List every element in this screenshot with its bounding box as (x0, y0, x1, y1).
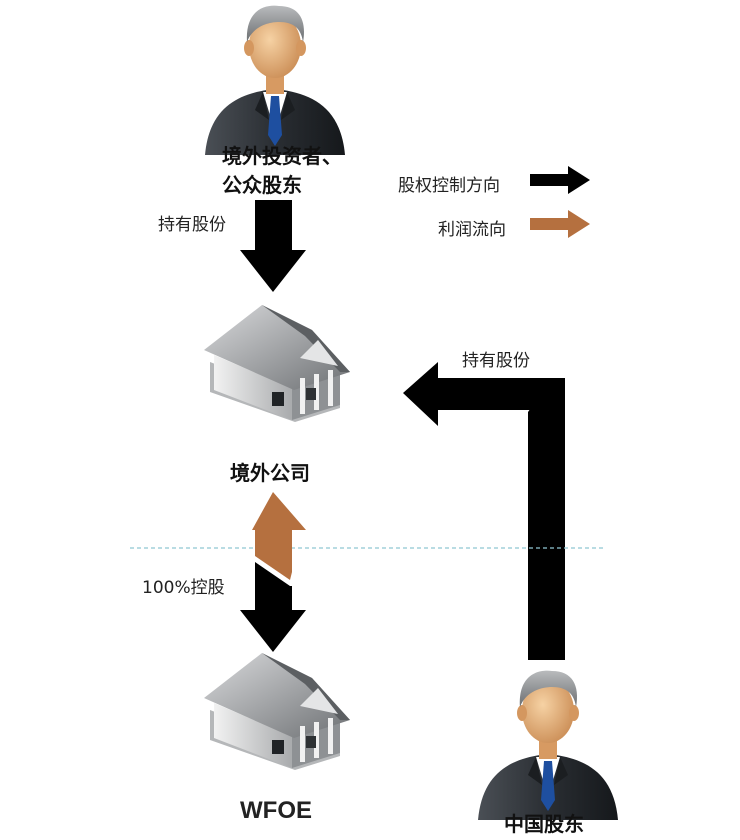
legend-profit-label: 利润流向 (438, 220, 506, 240)
arrow-profit-flow (252, 492, 306, 580)
foreign-investor-line1: 境外投资者、 (222, 144, 342, 168)
arrow-offshore-to-wfoe (240, 562, 306, 652)
foreign-investor-avatar (205, 5, 345, 155)
edge-label-investor-holding: 持有股份 (158, 215, 226, 235)
china-shareholder-label: 中国股东 (504, 812, 584, 836)
legend-profit-arrow (530, 210, 590, 238)
edge-label-china-holding: 持有股份 (462, 351, 530, 371)
china-shareholder-avatar (478, 670, 618, 820)
foreign-investor-line2: 公众股东 (222, 173, 302, 197)
edge-label-full-control: 100%控股 (142, 578, 225, 598)
arrow-investor-to-offshore (240, 200, 306, 292)
wfoe-building (204, 653, 350, 770)
offshore-company-building (204, 305, 350, 422)
legend-equity-label: 股权控制方向 (398, 176, 500, 196)
legend-equity-arrow (530, 166, 590, 194)
arrow-china-to-offshore (528, 380, 565, 660)
arrow-china-to-offshore-head (403, 362, 565, 426)
foreign-investor-label: 境外投资者、 公众股东 (222, 142, 342, 200)
offshore-company-label: 境外公司 (230, 461, 310, 485)
wfoe-label: WFOE (240, 797, 312, 824)
